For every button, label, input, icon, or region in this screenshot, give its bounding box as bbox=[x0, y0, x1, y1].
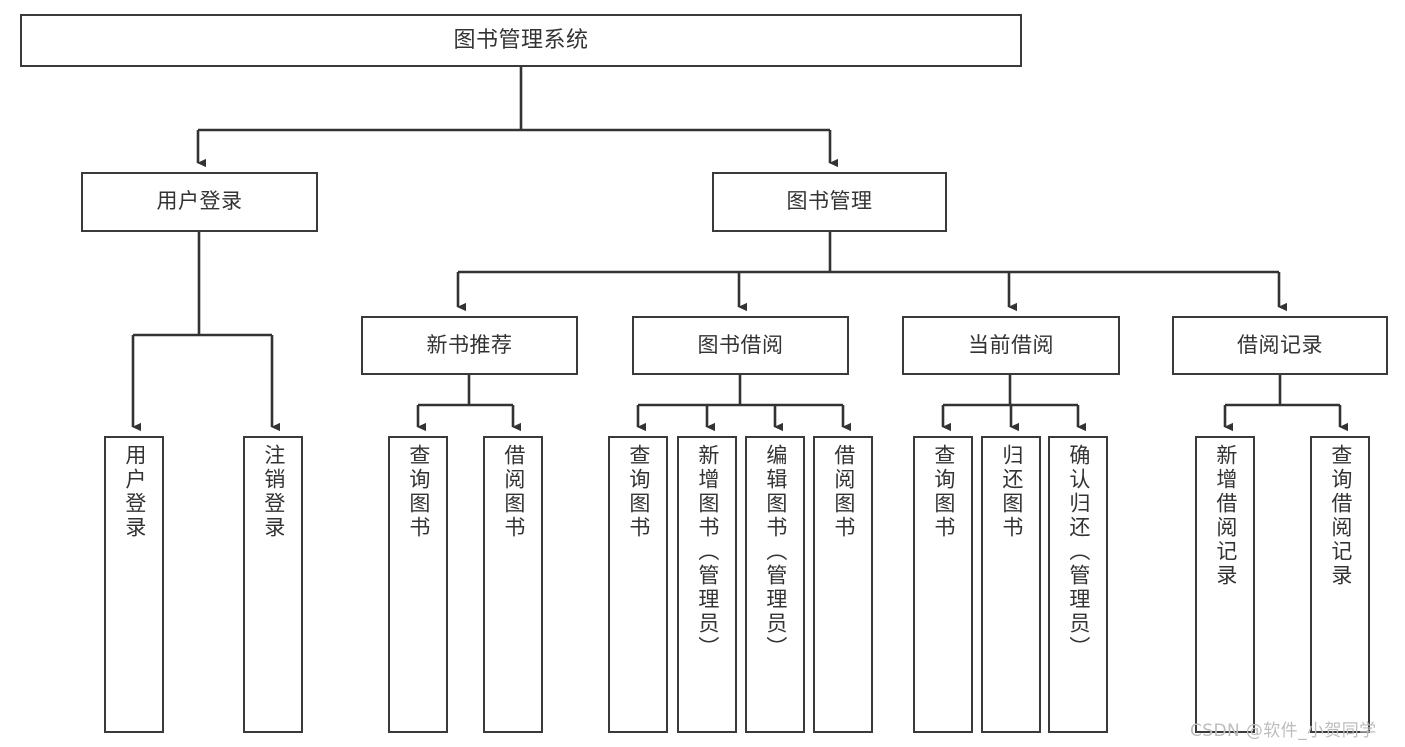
node-leaf-borrow-book-recommend[interactable]: 借阅图书 bbox=[483, 436, 543, 733]
node-label: 注销登录 bbox=[261, 444, 286, 540]
node-label: 借阅图书 bbox=[501, 444, 526, 540]
node-label: 归还图书 bbox=[999, 444, 1024, 540]
node-leaf-query-book[interactable]: 查询图书 bbox=[608, 436, 668, 733]
node-leaf-add-borrow-record[interactable]: 新增借阅记录 bbox=[1195, 436, 1255, 733]
node-leaf-confirm-return-admin[interactable]: 确认归还（管理员） bbox=[1048, 436, 1108, 733]
node-label: 图书借阅 bbox=[697, 332, 784, 357]
node-leaf-query-book-recommend[interactable]: 查询图书 bbox=[388, 436, 448, 733]
node-leaf-user-login[interactable]: 用户登录 bbox=[104, 436, 164, 733]
node-label: 新书推荐 bbox=[426, 332, 513, 357]
node-leaf-add-book-admin[interactable]: 新增图书（管理员） bbox=[677, 436, 737, 733]
node-label: 新增借阅记录 bbox=[1213, 444, 1238, 588]
node-label: 借阅图书 bbox=[831, 444, 856, 540]
node-leaf-edit-book-admin[interactable]: 编辑图书（管理员） bbox=[745, 436, 805, 733]
node-label: 用户登录 bbox=[122, 444, 147, 540]
node-leaf-logout[interactable]: 注销登录 bbox=[243, 436, 303, 733]
node-label: 新增图书（管理员） bbox=[695, 444, 720, 660]
node-leaf-borrow-book[interactable]: 借阅图书 bbox=[813, 436, 873, 733]
node-label: 查询图书 bbox=[626, 444, 651, 540]
node-leaf-query-borrow-record[interactable]: 查询借阅记录 bbox=[1310, 436, 1370, 733]
node-user-login[interactable]: 用户登录 bbox=[81, 172, 318, 232]
node-label: 编辑图书（管理员） bbox=[763, 444, 788, 660]
node-borrow-record[interactable]: 借阅记录 bbox=[1172, 316, 1388, 375]
node-leaf-return-book[interactable]: 归还图书 bbox=[981, 436, 1041, 733]
node-label: 图书管理系统 bbox=[453, 27, 589, 53]
node-label: 图书管理 bbox=[786, 189, 873, 214]
node-label: 查询图书 bbox=[406, 444, 431, 540]
node-leaf-query-book-current[interactable]: 查询图书 bbox=[913, 436, 973, 733]
node-label: 借阅记录 bbox=[1237, 332, 1323, 357]
node-current-borrow[interactable]: 当前借阅 bbox=[902, 316, 1120, 375]
node-label: 查询借阅记录 bbox=[1328, 444, 1353, 588]
node-book-borrow[interactable]: 图书借阅 bbox=[632, 316, 849, 375]
node-label: 确认归还（管理员） bbox=[1066, 444, 1091, 660]
node-new-book-recommend[interactable]: 新书推荐 bbox=[361, 316, 578, 375]
node-book-management[interactable]: 图书管理 bbox=[712, 172, 947, 232]
watermark: CSDN @软件_小贺同学 bbox=[1190, 721, 1377, 741]
node-label: 当前借阅 bbox=[968, 332, 1054, 357]
node-root-book-management-system[interactable]: 图书管理系统 bbox=[20, 14, 1022, 67]
node-label: 用户登录 bbox=[156, 189, 243, 214]
node-label: 查询图书 bbox=[931, 444, 956, 540]
